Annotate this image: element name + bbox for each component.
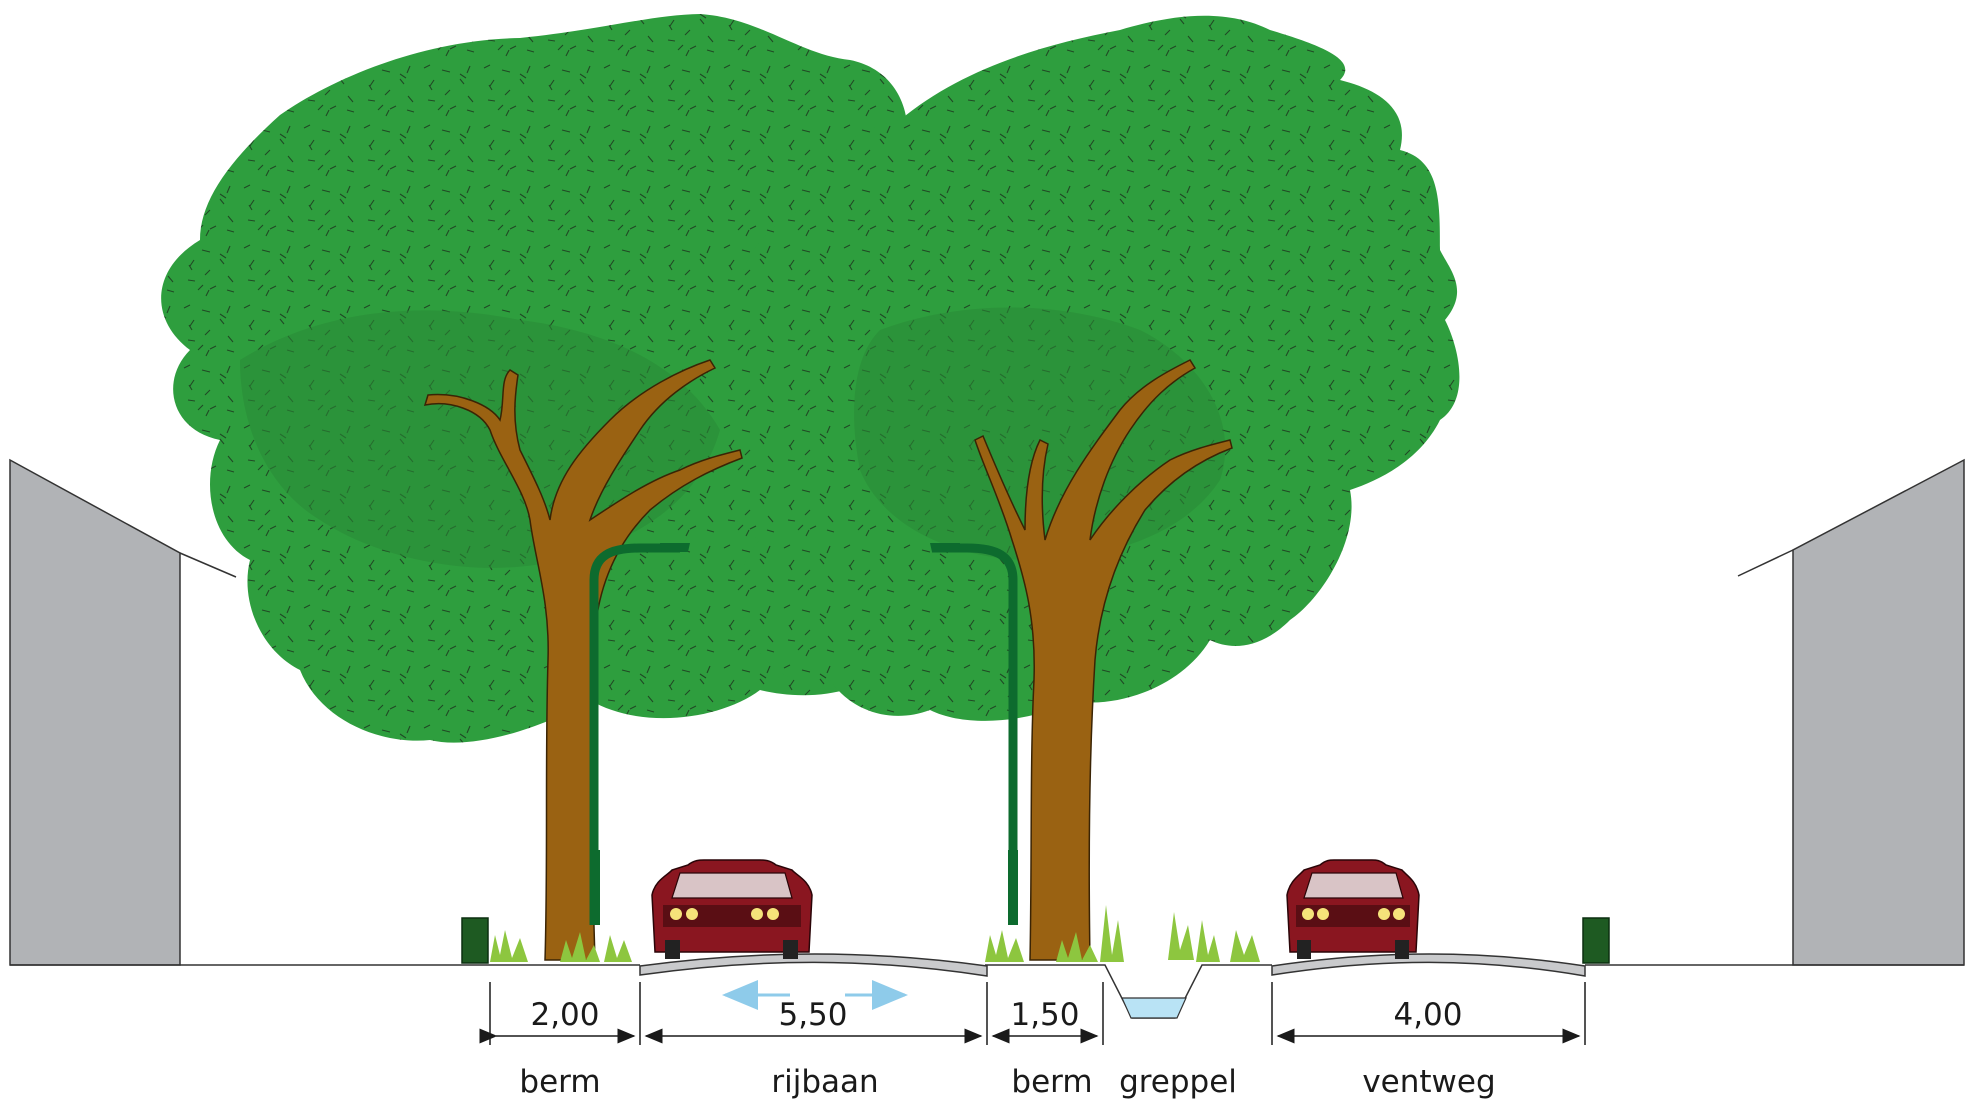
dimension-value-berm-left: 2,00 [530, 997, 599, 1033]
hedge-right [1582, 917, 1610, 964]
segment-label-greppel: greppel [1119, 1064, 1237, 1100]
tree-trunk-right [974, 359, 1233, 961]
hedge-left [461, 917, 489, 964]
dimension-value-berm-right: 1,50 [1010, 997, 1079, 1033]
grass-ditch [1100, 905, 1260, 962]
grass-berm-right [985, 930, 1098, 962]
car-rijbaan [651, 859, 813, 959]
segment-label-ventweg: ventweg [1362, 1064, 1495, 1100]
dimension-value-ventweg: 4,00 [1393, 997, 1462, 1033]
road-rijbaan [639, 953, 988, 977]
ditch-water [1121, 997, 1187, 1019]
dimension-lines [479, 982, 1586, 1045]
tree-trunk-left [423, 359, 743, 961]
building-left [9, 458, 237, 966]
segment-label-berm-right: berm [1011, 1064, 1092, 1100]
lamp-post-left [589, 543, 690, 925]
building-right [1737, 458, 1965, 966]
grass-berm-left [490, 930, 632, 962]
segment-label-berm-left: berm [519, 1064, 600, 1100]
dimension-value-rijbaan: 5,50 [778, 997, 847, 1033]
lamp-post-right [930, 543, 1018, 925]
segment-label-rijbaan: rijbaan [771, 1064, 878, 1100]
car-ventweg [1286, 859, 1420, 959]
road-ventweg [1271, 953, 1586, 977]
